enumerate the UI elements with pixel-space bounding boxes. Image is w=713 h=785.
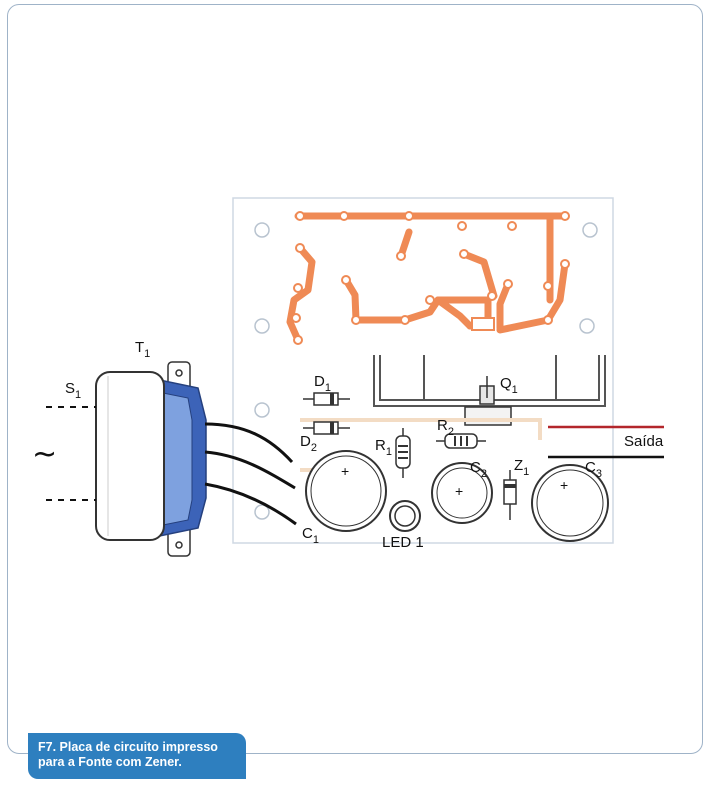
svg-text:+: +: [341, 463, 349, 479]
output-wires: [548, 425, 664, 459]
caption-line-1: F7. Placa de circuito impresso: [38, 740, 218, 754]
label-c2: C2: [470, 459, 487, 480]
resistor-r1: [395, 428, 411, 478]
solder-pads: [291, 211, 570, 345]
label-saida: Saída: [624, 433, 664, 450]
label-d1: D1: [314, 373, 331, 394]
mounting-holes: [254, 222, 598, 520]
mains-wires: [46, 406, 96, 501]
figure-caption: F7. Placa de circuito impresso para a Fo…: [28, 733, 246, 779]
label-s1: S1: [65, 380, 81, 401]
diode-d2: [303, 421, 350, 435]
pcb-board: [232, 197, 614, 544]
label-z1: Z1: [514, 457, 529, 478]
label-r2: R2: [437, 417, 454, 438]
transformer-t1: [95, 361, 207, 557]
copper-traces: [286, 212, 569, 344]
label-led1: LED 1: [382, 534, 424, 551]
label-c3: C3: [585, 459, 602, 480]
label-q1: Q1: [500, 375, 518, 396]
label-d2: D2: [300, 433, 317, 454]
label-t1: T1: [135, 339, 150, 360]
capacitor-c2: +: [431, 462, 493, 524]
diode-d1: [303, 392, 350, 406]
secondary-wires: [204, 422, 297, 526]
label-r1: R1: [375, 437, 392, 458]
svg-text:+: +: [455, 483, 463, 499]
label-c1: C1: [302, 525, 319, 546]
caption-line-2: para a Fonte com Zener.: [38, 755, 182, 769]
svg-text:+: +: [560, 477, 568, 493]
capacitor-c1: +: [305, 450, 387, 532]
zener-z1: [503, 470, 517, 520]
led-1: [389, 500, 421, 532]
resistor-r2: [436, 433, 486, 449]
tilde-symbol: ~: [32, 437, 57, 472]
capacitor-c3: +: [531, 464, 609, 542]
